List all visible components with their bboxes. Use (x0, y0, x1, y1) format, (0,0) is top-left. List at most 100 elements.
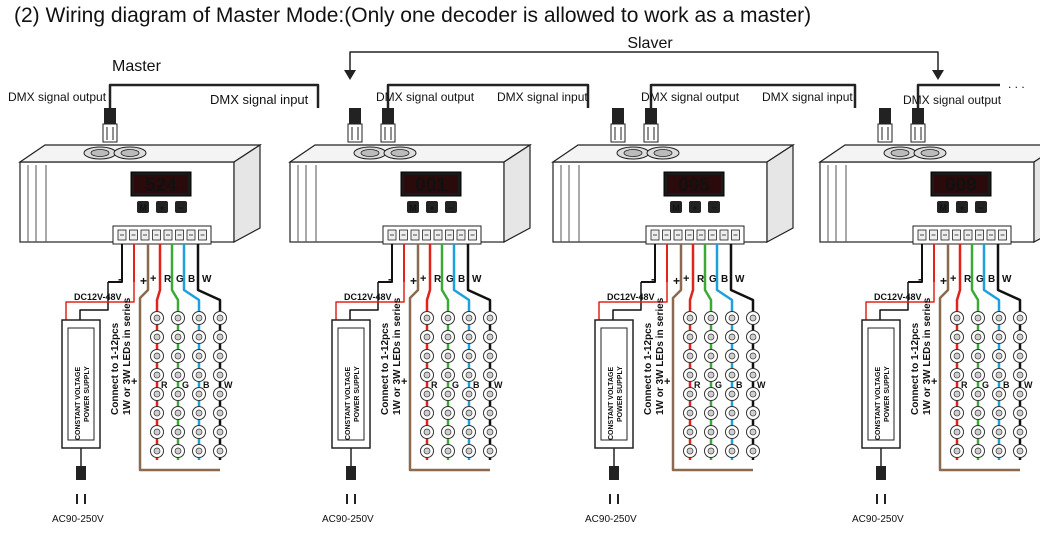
led (704, 387, 718, 401)
led (483, 444, 497, 458)
channel-label-b: B (188, 274, 195, 285)
led (1013, 425, 1027, 439)
led (746, 368, 760, 382)
button-label: M (939, 203, 947, 213)
led (483, 406, 497, 420)
button-plus[interactable]: + (956, 201, 968, 213)
channel-label-b: B (721, 274, 728, 285)
led-display: 005 (663, 171, 725, 197)
led (1013, 387, 1027, 401)
led (704, 425, 718, 439)
button-m[interactable]: M (137, 201, 149, 213)
led (462, 387, 476, 401)
led (462, 349, 476, 363)
plus-label: + (410, 274, 417, 288)
button-label: + (159, 203, 164, 213)
button-minus[interactable]: − (175, 201, 187, 213)
channel-label-g: G (982, 380, 989, 390)
psu-label: CONSTANT VOLTAGE (875, 367, 882, 440)
led (992, 311, 1006, 325)
button-minus[interactable]: − (708, 201, 720, 213)
dmx-input-label: DMX signal input (762, 90, 853, 104)
dc-voltage-label: DC12V-48V (607, 292, 655, 302)
led (950, 349, 964, 363)
display-value: 009 (945, 175, 977, 196)
led (150, 330, 164, 344)
led (704, 330, 718, 344)
ac-plug (76, 466, 86, 480)
led (441, 330, 455, 344)
led (683, 311, 697, 325)
button-plus[interactable]: + (426, 201, 438, 213)
led (971, 387, 985, 401)
ac-plug (609, 466, 619, 480)
button-minus[interactable]: − (975, 201, 987, 213)
led (971, 330, 985, 344)
led (420, 444, 434, 458)
led (950, 311, 964, 325)
led (192, 387, 206, 401)
wire-led-common (138, 244, 220, 472)
channel-label-w: W (202, 274, 212, 285)
led-note: 1W or 3W LEDs in series (655, 297, 666, 415)
wire-led-common (408, 244, 490, 472)
channel-label-b: B (1003, 380, 1010, 390)
channel-label-r: R (961, 380, 968, 390)
led (213, 330, 227, 344)
led (150, 349, 164, 363)
plus-label: + (940, 274, 947, 288)
dmx-output-label: DMX signal output (8, 90, 107, 104)
wire-minus (378, 244, 393, 283)
button-minus[interactable]: − (445, 201, 457, 213)
button-label: + (692, 203, 697, 213)
led (992, 387, 1006, 401)
psu-label: POWER SUPPLY (617, 366, 624, 422)
led (150, 406, 164, 420)
channel-label-g: G (709, 274, 717, 285)
psu-label: CONSTANT VOLTAGE (345, 367, 352, 440)
dmx-input-label: DMX signal input (210, 92, 309, 107)
button-m[interactable]: M (937, 201, 949, 213)
button-m[interactable]: M (670, 201, 682, 213)
led (420, 387, 434, 401)
led (746, 425, 760, 439)
terminal-block (912, 225, 1012, 245)
led-plus-label: + (950, 273, 956, 285)
led-note: 1W or 3W LEDs in series (392, 297, 403, 415)
channel-label-w: W (1024, 380, 1033, 390)
ac-plug (876, 466, 886, 480)
led (213, 311, 227, 325)
led (171, 444, 185, 458)
ellipsis-label: . . . (1008, 77, 1025, 91)
button-plus[interactable]: + (156, 201, 168, 213)
led (725, 330, 739, 344)
led (192, 425, 206, 439)
led-note: 1W or 3W LEDs in series (122, 297, 133, 415)
led-note: 1W or 3W LEDs in series (922, 297, 933, 415)
master-label: Master (112, 58, 162, 75)
led (483, 368, 497, 382)
dc-voltage-label: DC12V-48V (74, 292, 122, 302)
channel-label-b: B (473, 380, 480, 390)
button-plus[interactable]: + (689, 201, 701, 213)
xlr-plug (380, 108, 396, 143)
plus-label: + (140, 274, 147, 288)
led (213, 406, 227, 420)
channel-label-r: R (434, 274, 442, 285)
led (192, 444, 206, 458)
led (441, 406, 455, 420)
psu-label: POWER SUPPLY (354, 366, 361, 422)
led (683, 387, 697, 401)
psu-label: POWER SUPPLY (84, 366, 91, 422)
psu-label: CONSTANT VOLTAGE (75, 367, 82, 440)
led (420, 311, 434, 325)
led (192, 330, 206, 344)
page-title: (2) Wiring diagram of Master Mode:(Only … (14, 4, 812, 27)
led-plus-label: + (420, 273, 426, 285)
button-m[interactable]: M (407, 201, 419, 213)
led (704, 368, 718, 382)
led (441, 387, 455, 401)
led-plus-label: + (150, 273, 156, 285)
